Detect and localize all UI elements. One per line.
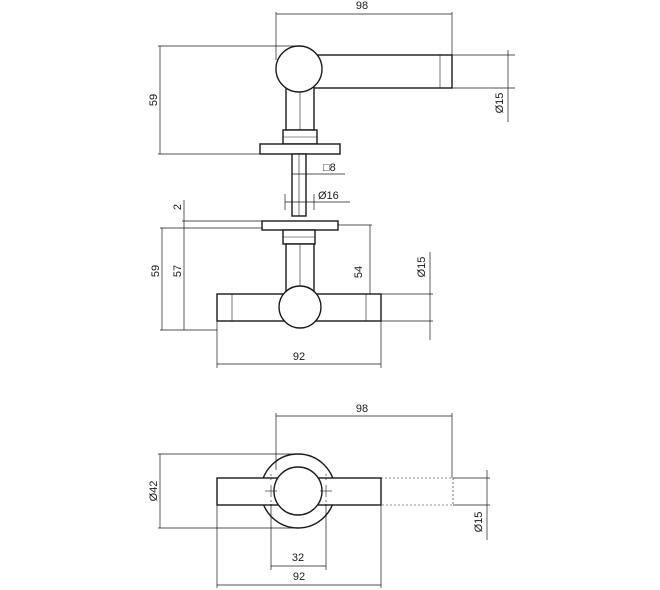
dim-d15-bottom: Ø15 xyxy=(453,470,490,540)
dim-d42-label: Ø42 xyxy=(148,481,160,502)
dim-98-top: 98 xyxy=(275,0,453,60)
dim-92-side-label: 92 xyxy=(293,351,305,363)
dim-57: 57 xyxy=(172,232,185,330)
dim-d16-label: Ø16 xyxy=(318,190,339,202)
dim-59-top-label: 59 xyxy=(148,94,160,106)
dim-92-side: 92 xyxy=(216,321,382,368)
dim-32-label: 32 xyxy=(292,552,304,564)
dim-d16: Ø16 xyxy=(284,190,350,210)
dim-d15-side: Ø15 xyxy=(381,252,433,340)
dim-d15-bottom-label: Ø15 xyxy=(473,512,485,533)
dim-2-label: 2 xyxy=(172,204,184,210)
dim-32: 32 xyxy=(270,505,327,570)
top-view: 98 59 Ø15 □8 Ø16 xyxy=(148,0,515,217)
dim-57-label: 57 xyxy=(172,265,184,277)
dim-d42: Ø42 xyxy=(148,453,298,529)
dim-2: 2 xyxy=(172,200,262,232)
dim-sq8-label: □8 xyxy=(323,162,336,174)
dim-59-top: 59 xyxy=(148,45,299,155)
rose-plate-top xyxy=(259,143,341,155)
dim-d15-top-label: Ø15 xyxy=(494,93,506,114)
dim-d15-side-label: Ø15 xyxy=(416,257,428,278)
dim-98-bottom: 98 xyxy=(275,403,453,478)
bottom-view: 98 Ø42 Ø15 32 92 xyxy=(148,403,490,588)
dim-98-bottom-label: 98 xyxy=(356,403,368,415)
lever-ball xyxy=(275,45,323,93)
dim-d15-top: Ø15 xyxy=(452,50,515,122)
rose-plate-side xyxy=(261,220,339,231)
dim-54-label: 54 xyxy=(353,266,365,278)
dim-54: 54 xyxy=(338,224,372,294)
dim-98-top-label: 98 xyxy=(356,0,368,12)
screw-right-icon xyxy=(320,474,332,508)
dim-92-bottom: 92 xyxy=(216,505,382,588)
rose-inner xyxy=(273,466,323,516)
lever-arm xyxy=(299,54,453,89)
side-view: 2 59 57 54 Ø15 xyxy=(150,200,433,368)
side-ball xyxy=(278,285,322,329)
dim-59-side: 59 xyxy=(150,227,262,331)
lever-ghost xyxy=(380,477,454,506)
screw-left-icon xyxy=(265,474,277,508)
dim-92-bottom-label: 92 xyxy=(293,571,305,583)
dim-sq8: □8 xyxy=(291,162,345,176)
dim-59-side-label: 59 xyxy=(150,265,162,277)
